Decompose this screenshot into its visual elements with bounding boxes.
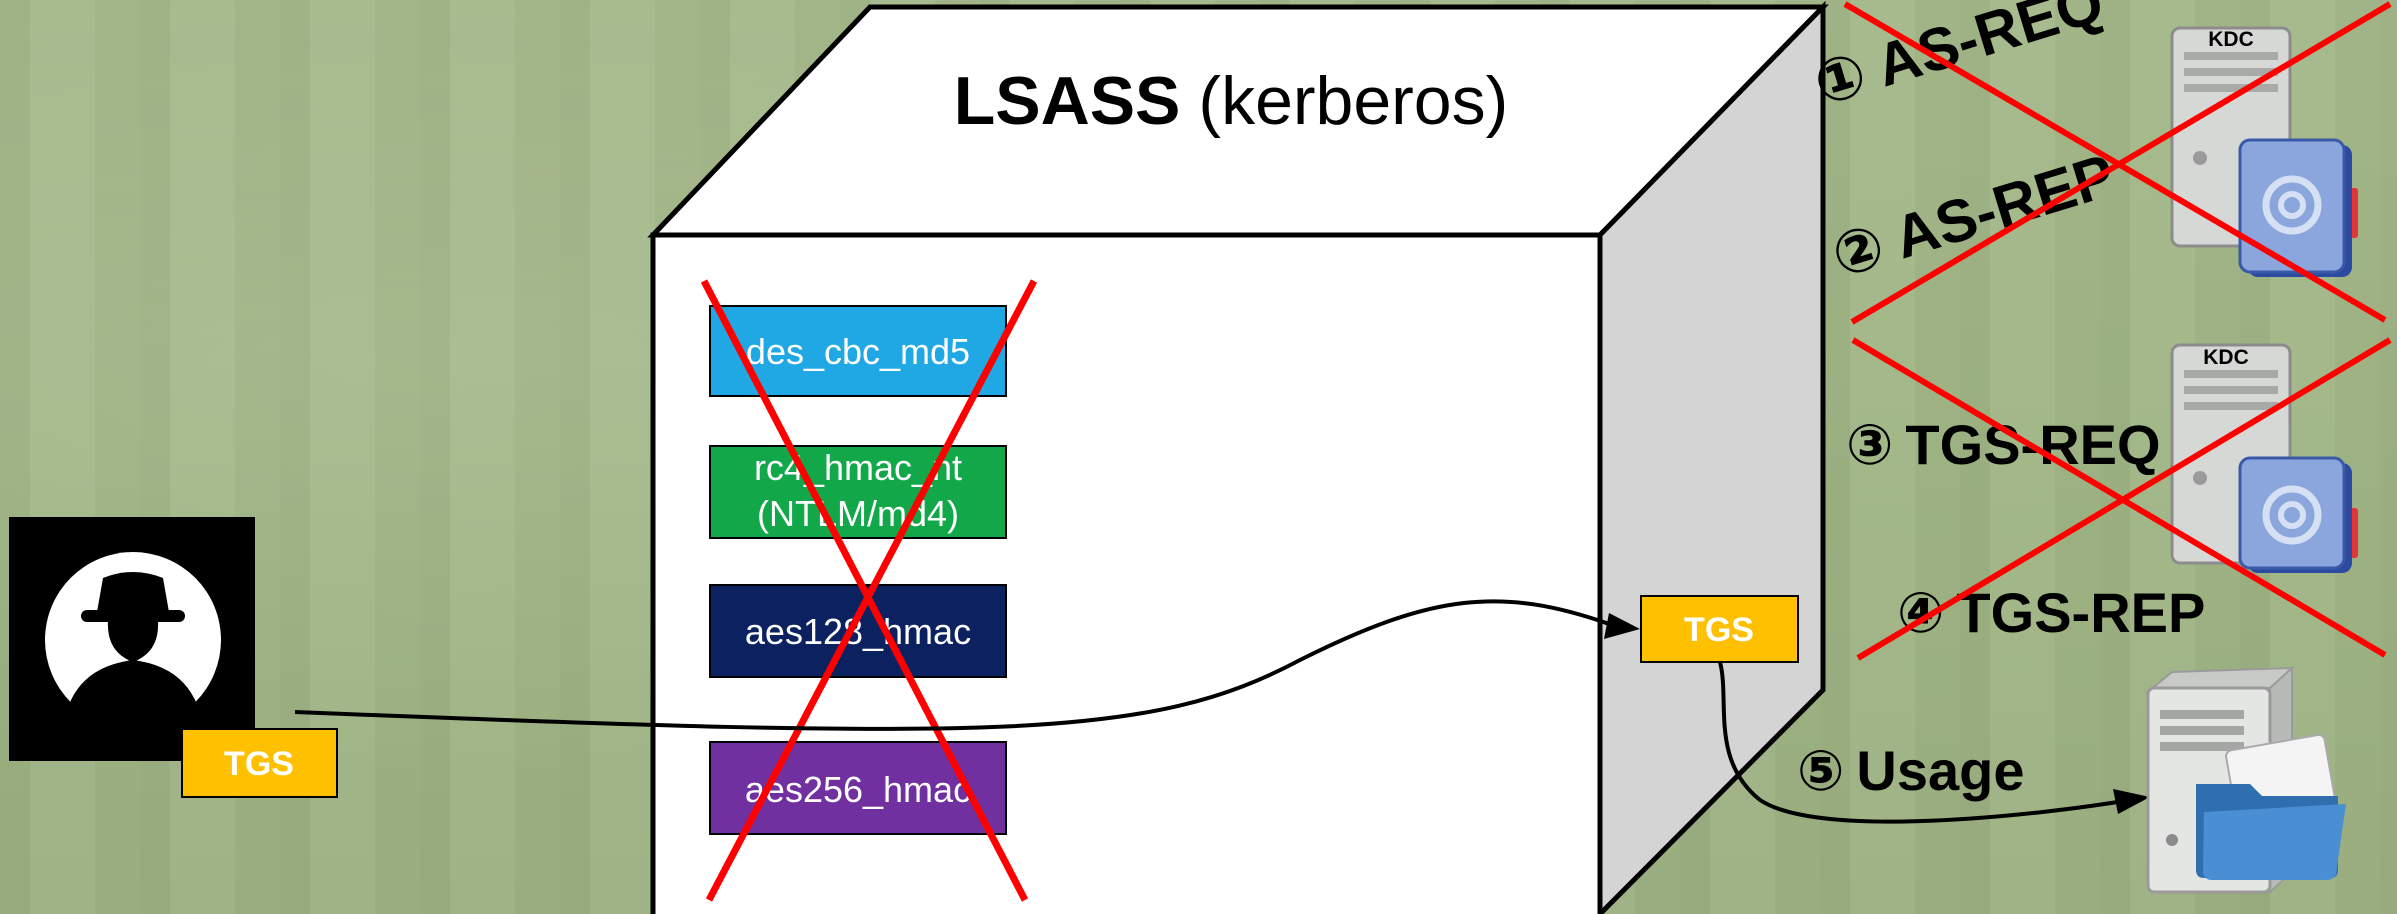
file-server-icon [2145, 665, 2346, 895]
lsass-title: LSASS(kerberos) [954, 63, 1509, 139]
connectors [294, 599, 2131, 824]
tgs-exchange-cross [1851, 337, 2392, 661]
server-with-address-book-icon [2170, 343, 2358, 573]
step-text: ②AS-REP [1824, 141, 2122, 290]
ticket-box [1640, 595, 1799, 663]
kdc-label: KDC [2208, 28, 2254, 51]
server-with-address-book-icon [2170, 26, 2358, 277]
step-label: AS-REQ [1868, 0, 2111, 99]
usage-flow-line [1718, 661, 2131, 824]
cross-line [1850, 1, 2392, 325]
tgs-flow-line [294, 599, 1613, 731]
key-label-2: (NTLM/md4) [757, 493, 959, 534]
attacker [9, 517, 255, 761]
keys-cross [700, 279, 1038, 902]
cross-line [1851, 337, 2387, 658]
attacker-ticket: TGS [181, 728, 338, 798]
step-3: ③TGS-REQ [1846, 413, 2161, 476]
step-1: ①AS-REQ [1806, 0, 2111, 118]
step-label: TGS-REP [1956, 581, 2205, 644]
key-aes256: aes256_hmac [709, 741, 1007, 835]
kdc-server-2: KDC [2170, 343, 2358, 573]
key-label: des_cbc_md5 [746, 331, 970, 372]
step-text: ③TGS-REQ [1846, 413, 2161, 476]
key-box [709, 445, 1007, 539]
hacker-silhouette-icon [62, 572, 204, 735]
arrowhead [1604, 613, 1640, 639]
title-bold: LSASS [954, 63, 1181, 139]
cross-line [700, 279, 1029, 902]
ticket-box [181, 728, 338, 798]
ticket-label: TGS [224, 745, 294, 783]
step-number: ② [1824, 212, 1892, 291]
kdc-label: KDC [2203, 346, 2249, 369]
key-label: aes256_hmac [745, 769, 971, 810]
kdc-server-1: KDC [2170, 26, 2358, 277]
key-rc4: rc4_hmac_nt (NTLM/md4) [709, 445, 1007, 539]
cross-line [705, 279, 1038, 902]
cross-line [1856, 337, 2392, 661]
cross-line [1843, 1, 2387, 323]
ticket-label: TGS [1684, 611, 1754, 649]
step-text: ①AS-REQ [1806, 0, 2111, 118]
step-number: ③ [1846, 413, 1893, 476]
arrowheads [1604, 613, 2150, 814]
key-box [709, 741, 1007, 835]
step-label: AS-REP [1886, 141, 2122, 271]
key-box [709, 584, 1007, 678]
title-rest: (kerberos) [1198, 63, 1508, 139]
step-label: Usage [1856, 739, 2024, 802]
step-2: ②AS-REP [1824, 141, 2122, 290]
lsass-ticket: TGS [1640, 595, 1799, 663]
as-exchange-cross [1843, 1, 2392, 325]
arrowhead [2113, 789, 2150, 814]
step-number: ⑤ [1797, 739, 1844, 802]
key-aes128: aes128_hmac [709, 584, 1007, 678]
